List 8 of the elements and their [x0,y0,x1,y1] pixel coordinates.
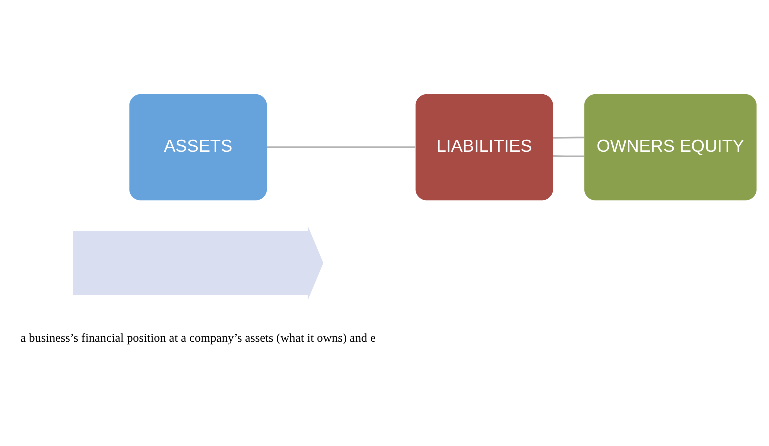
connector [553,136,585,139]
label: a business’s financial position at a company’s assets (what it owns) and e [20,331,376,346]
node-box: OWNERS EQUITY [584,94,757,201]
connector [267,146,416,148]
node-box: LIABILITIES [416,94,554,201]
node-box: ASSETS [130,94,268,201]
connector [553,156,585,158]
node-arrow [73,226,324,301]
